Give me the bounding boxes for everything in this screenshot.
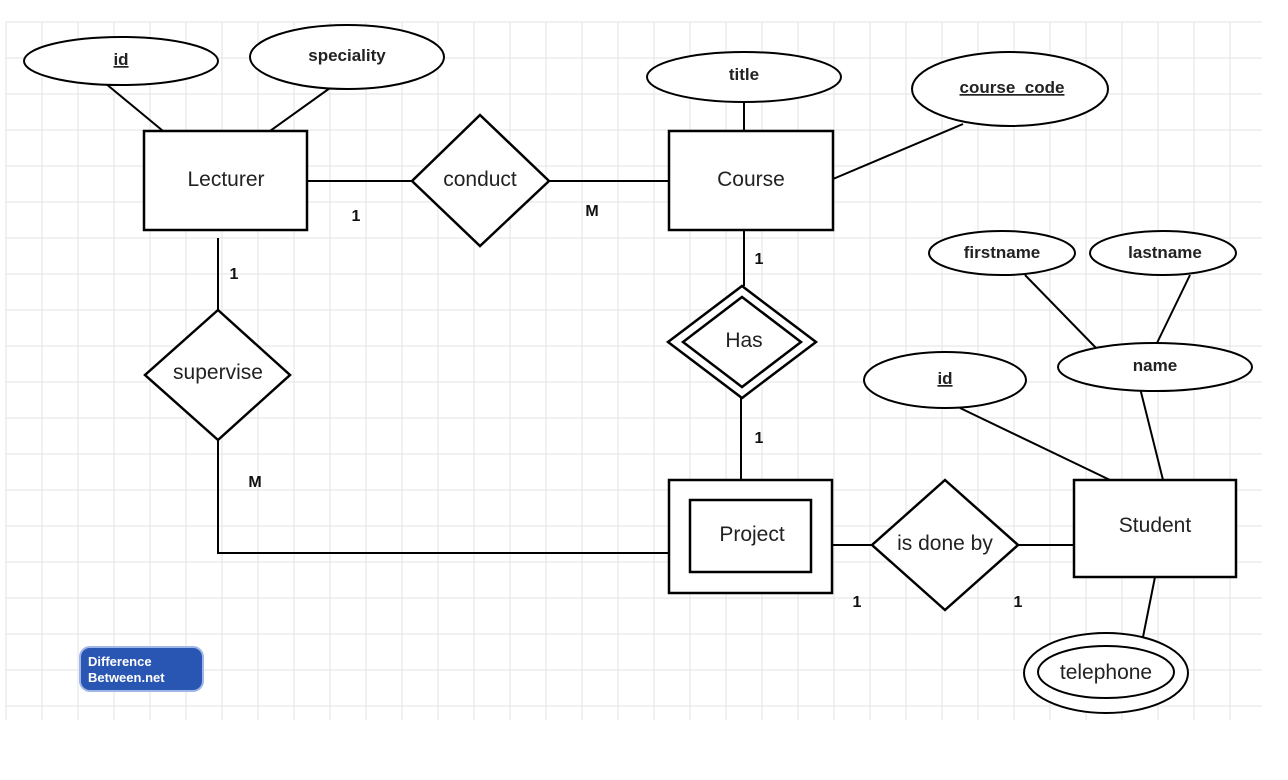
- entity-lecturer: Lecturer: [142, 129, 309, 232]
- connector-supervise-project: [217, 440, 669, 554]
- attribute-label: telephone: [1060, 661, 1152, 684]
- attribute-title: title: [646, 51, 842, 103]
- entity-label: Course: [717, 168, 785, 191]
- cardinality-lecturer-conduct: 1: [352, 208, 361, 225]
- attribute-label: name: [1133, 356, 1177, 375]
- attribute-telephone: telephone: [1023, 632, 1189, 714]
- connectors: [104, 82, 1191, 638]
- cardinality-isdoneby-student: 1: [1014, 594, 1023, 611]
- relationship-supervise: supervise: [143, 308, 292, 442]
- connector-student-id: [959, 407, 1111, 481]
- attribute-label: lastname: [1128, 243, 1202, 262]
- connector-lecturer-id: [104, 82, 164, 132]
- entity-label: Project: [719, 523, 785, 546]
- entity-student: Student: [1072, 478, 1238, 579]
- attribute-label: id: [937, 369, 952, 388]
- relationship-is-done-by: is done by: [870, 478, 1020, 612]
- logo-badge: [79, 646, 204, 692]
- attribute-label: firstname: [964, 243, 1041, 262]
- relationship-label: conduct: [443, 168, 517, 191]
- relationship-label: supervise: [173, 361, 263, 384]
- relationship-label: Has: [725, 329, 762, 352]
- attribute-student-id: id: [863, 351, 1027, 409]
- attribute-firstname: firstname: [928, 230, 1076, 276]
- entity-project: Project: [667, 478, 834, 595]
- attribute-label: id: [113, 50, 128, 69]
- entity-label: Lecturer: [187, 168, 264, 191]
- cardinality-has-project: 1: [755, 430, 764, 447]
- attribute-lecturer-id: id: [23, 36, 219, 86]
- cardinality-conduct-course: M: [585, 203, 598, 220]
- entity-course: Course: [667, 129, 835, 232]
- relationship-has: Has: [665, 284, 819, 400]
- entity-label: Student: [1119, 514, 1192, 537]
- connector-course-coursecode: [832, 123, 964, 180]
- attribute-lastname: lastname: [1089, 230, 1237, 276]
- logo-line-2: Between.net: [88, 670, 165, 685]
- connector-student-telephone: [1142, 576, 1156, 638]
- difference-between-logo: Difference Between.net: [79, 646, 204, 692]
- logo-line-1: Difference: [88, 654, 152, 669]
- cardinalities: 1 M 1 1 1 M 1 1: [230, 203, 1023, 611]
- connector-student-name: [1139, 387, 1164, 481]
- connector-lastname-name: [1156, 274, 1191, 344]
- relationship-label: is done by: [897, 532, 993, 555]
- attribute-speciality: speciality: [249, 24, 445, 90]
- attribute-course-code: course_code: [911, 51, 1109, 127]
- cardinality-course-has: 1: [755, 251, 764, 268]
- attribute-label: course_code: [960, 78, 1065, 97]
- cardinality-project-isdoneby: 1: [853, 594, 862, 611]
- connector-firstname-name: [1024, 274, 1099, 351]
- cardinality-supervise-project: M: [248, 474, 261, 491]
- attribute-label: speciality: [308, 46, 386, 65]
- connector-lecturer-speciality: [269, 87, 331, 132]
- cardinality-lecturer-supervise: 1: [230, 266, 239, 283]
- attribute-name: name: [1057, 342, 1253, 392]
- relationship-conduct: conduct: [410, 113, 551, 248]
- attribute-label: title: [729, 65, 759, 84]
